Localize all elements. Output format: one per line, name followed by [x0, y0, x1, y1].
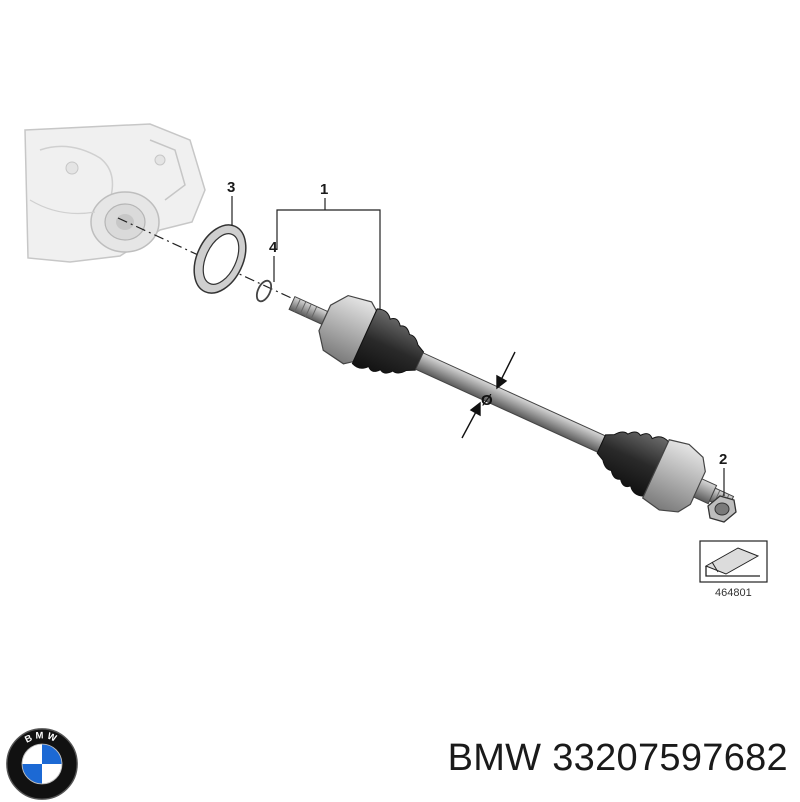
callout-leaders	[231, 196, 725, 496]
svg-text:BMW: BMW	[23, 730, 60, 745]
part-caption: BMW 33207597682	[448, 737, 788, 780]
reference-number: 464801	[715, 587, 752, 599]
diameter-symbol: Ø	[481, 392, 493, 409]
collar-nut	[707, 495, 737, 523]
logo-text: BMW	[23, 730, 58, 745]
drive-shaft	[288, 294, 735, 513]
circlip	[255, 279, 273, 303]
diameter-indicator	[461, 351, 516, 439]
part-number: 33207597682	[552, 737, 788, 779]
callout-1: 1	[320, 181, 328, 198]
callout-3: 3	[227, 179, 235, 196]
brand-name: BMW	[447, 737, 542, 779]
callout-2: 2	[719, 451, 727, 468]
bmw-logo: BMW	[6, 728, 78, 800]
callout-4: 4	[269, 239, 278, 256]
shim-ring	[193, 224, 247, 294]
differential-housing	[24, 123, 206, 263]
reference-box	[699, 540, 768, 583]
